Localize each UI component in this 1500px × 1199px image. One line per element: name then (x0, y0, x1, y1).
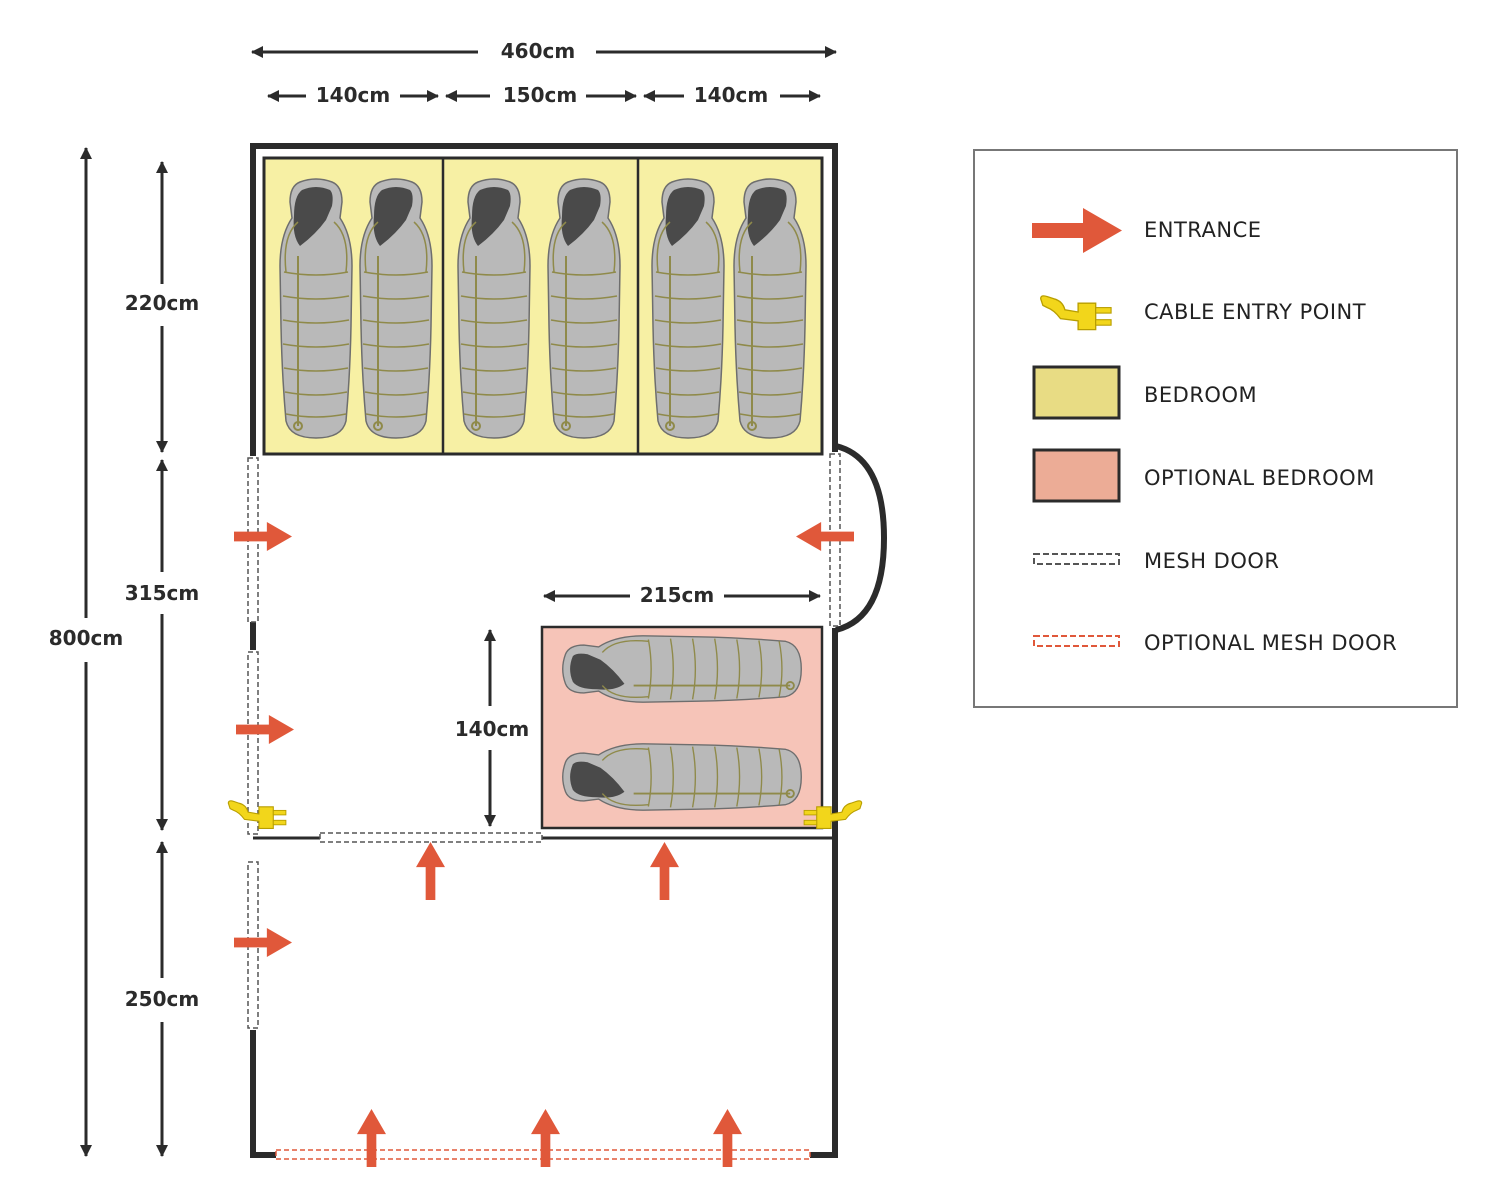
legend-mesh-door-swatch (1033, 553, 1120, 565)
legend: ENTRANCE CABLE ENTRY POINT BEDROOM OPTIO… (973, 149, 1458, 708)
legend-optional-mesh-door-label: OPTIONAL MESH DOOR (1144, 631, 1397, 655)
total-width-label: 460cm (501, 39, 575, 63)
dimension-total-depth: 800cm (49, 147, 123, 1157)
mesh-door (319, 832, 543, 843)
legend-optional-bedroom-label: OPTIONAL BEDROOM (1144, 466, 1375, 490)
legend-mesh-door-label: MESH DOOR (1144, 549, 1280, 573)
legend-bedroom-label: BEDROOM (1144, 383, 1257, 407)
width-left-label: 140cm (316, 83, 390, 107)
width-mid-label: 150cm (503, 83, 577, 107)
legend-optional-mesh-door-swatch (1033, 635, 1120, 647)
dimension-optional-width: 215cm (543, 583, 821, 607)
entrance-arrow-icon (234, 522, 292, 551)
entrance-arrow-icon (416, 842, 445, 900)
legend-entrance-label: ENTRANCE (1144, 218, 1262, 242)
dimension-total-width: 460cm (251, 39, 837, 63)
legend-bedroom-swatch (1032, 365, 1121, 420)
optional-width-label: 215cm (640, 583, 714, 607)
entrance-arrow-icon (236, 715, 294, 744)
optional-bedroom-area (540, 625, 824, 830)
dimension-depth-segments: 220cm 315cm 250cm (125, 161, 199, 1157)
depth-porch-label: 250cm (125, 987, 199, 1011)
dimension-width-segments: 140cm 150cm 140cm (267, 83, 821, 107)
dimension-optional-depth: 140cm (455, 629, 529, 827)
entrance-arrow-icon (796, 522, 854, 551)
depth-bedroom-label: 220cm (125, 291, 199, 315)
depth-living-label: 315cm (125, 581, 199, 605)
width-right-label: 140cm (694, 83, 768, 107)
mesh-door (247, 651, 259, 835)
bedroom-area (262, 156, 824, 456)
entrance-arrows (234, 522, 854, 1167)
legend-cable-label: CABLE ENTRY POINT (1144, 300, 1366, 324)
entrance-arrow-icon (234, 928, 292, 957)
legend-optional-bedroom-swatch (1032, 448, 1121, 503)
entrance-arrow-icon (650, 842, 679, 900)
total-depth-label: 800cm (49, 626, 123, 650)
optional-depth-label: 140cm (455, 717, 529, 741)
tent-walls (250, 143, 888, 1158)
